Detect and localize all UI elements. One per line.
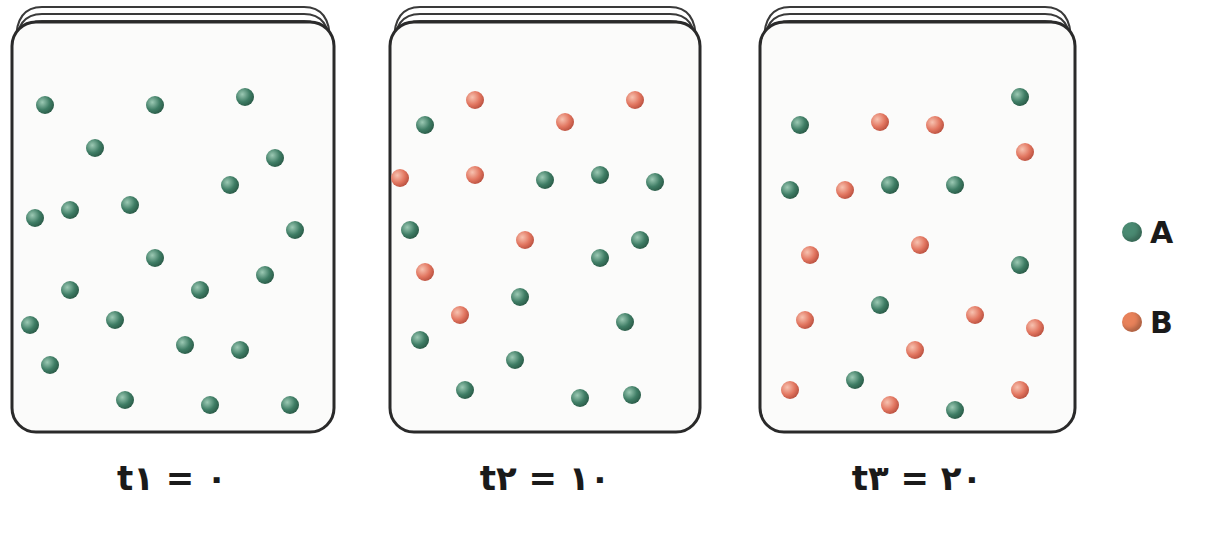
particle: [1011, 88, 1029, 106]
particle: [1016, 143, 1034, 161]
particle: [946, 401, 964, 419]
particle: [466, 91, 484, 109]
particle: [191, 281, 209, 299]
particle: [1011, 256, 1029, 274]
particle: [86, 139, 104, 157]
particle: [556, 113, 574, 131]
particle: [106, 311, 124, 329]
time-label: t۳ = ۲۰: [852, 458, 983, 498]
particle: [236, 88, 254, 106]
particle: [256, 266, 274, 284]
particle: [906, 341, 924, 359]
particle: [61, 281, 79, 299]
particle: [121, 196, 139, 214]
particle: [871, 113, 889, 131]
particle: [21, 316, 39, 334]
particle: [416, 116, 434, 134]
legend-swatch: [1122, 222, 1142, 242]
particle: [26, 209, 44, 227]
particle: [401, 221, 419, 239]
particle: [881, 176, 899, 194]
particle: [416, 263, 434, 281]
time-label: t۲ = ۱۰: [480, 458, 611, 498]
container: [12, 22, 334, 432]
legend-row: A: [1122, 215, 1173, 250]
container: [390, 22, 700, 432]
particle: [591, 166, 609, 184]
particle: [571, 389, 589, 407]
particle: [41, 356, 59, 374]
particle: [623, 386, 641, 404]
legend-row: B: [1122, 305, 1173, 340]
particle: [646, 173, 664, 191]
particle: [116, 391, 134, 409]
particle: [221, 176, 239, 194]
particle: [466, 166, 484, 184]
particle: [231, 341, 249, 359]
legend-swatch: [1122, 312, 1142, 332]
particle: [1011, 381, 1029, 399]
particle: [616, 313, 634, 331]
legend-label: B: [1150, 305, 1173, 340]
particle: [286, 221, 304, 239]
particle: [626, 91, 644, 109]
particle: [511, 288, 529, 306]
particle: [881, 396, 899, 414]
particle: [801, 246, 819, 264]
particle: [146, 249, 164, 267]
particle: [966, 306, 984, 324]
time-label: t۱ = ۰: [117, 458, 227, 498]
particle: [781, 181, 799, 199]
particle: [266, 149, 284, 167]
particle: [836, 181, 854, 199]
particle: [451, 306, 469, 324]
particle: [456, 381, 474, 399]
particle: [36, 96, 54, 114]
particle: [911, 236, 929, 254]
particle: [631, 231, 649, 249]
particle: [536, 171, 554, 189]
particle: [411, 331, 429, 349]
particle: [391, 169, 409, 187]
particle: [946, 176, 964, 194]
particle: [201, 396, 219, 414]
particle: [781, 381, 799, 399]
particle: [796, 311, 814, 329]
particle: [61, 201, 79, 219]
particle: [146, 96, 164, 114]
particle: [791, 116, 809, 134]
particle: [516, 231, 534, 249]
particle: [926, 116, 944, 134]
legend-label: A: [1150, 215, 1173, 250]
particle: [281, 396, 299, 414]
particle: [176, 336, 194, 354]
container: [760, 22, 1075, 432]
particle: [591, 249, 609, 267]
particle: [846, 371, 864, 389]
particle: [506, 351, 524, 369]
particle: [1026, 319, 1044, 337]
particle: [871, 296, 889, 314]
